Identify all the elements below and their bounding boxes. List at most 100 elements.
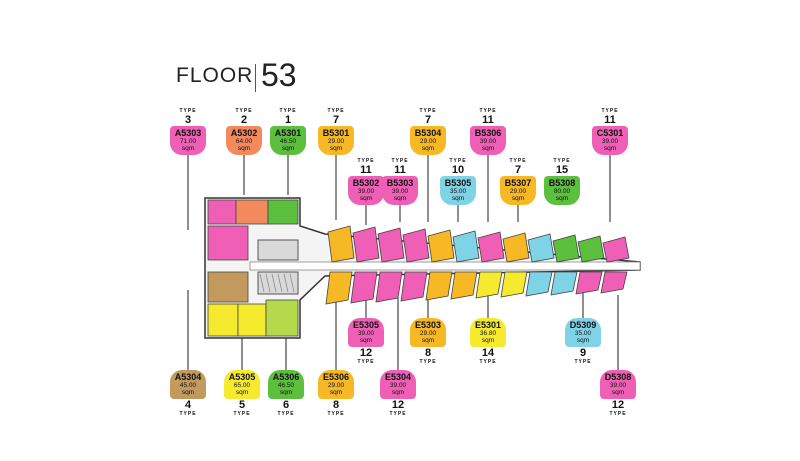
unit-sqm: sqm <box>181 145 195 152</box>
type-number: 5 <box>238 399 246 411</box>
core-block <box>257 239 299 261</box>
unit-sqm: sqm <box>281 145 295 152</box>
type-label: TYPE <box>235 108 253 114</box>
unit-sqm: sqm <box>359 195 373 202</box>
unit-room <box>400 271 428 302</box>
unit-sqm: sqm <box>329 389 343 396</box>
unit-code: E5303 <box>414 320 442 330</box>
unit-room <box>207 225 249 261</box>
type-number: 11 <box>482 114 494 126</box>
stair-hatch <box>289 273 295 293</box>
unit-room <box>550 271 578 296</box>
type-label: TYPE <box>509 158 527 164</box>
unit-sqm: sqm <box>329 145 343 152</box>
unit-room <box>527 233 555 263</box>
unit-room <box>477 231 505 263</box>
unit-area: 29.00 <box>327 138 345 145</box>
core-block <box>257 271 299 295</box>
type-label: TYPE <box>357 158 375 164</box>
unit-room <box>525 271 553 297</box>
unit-sqm: sqm <box>235 389 249 396</box>
floor-number: 53 <box>261 57 297 93</box>
unit-code: B5308 <box>548 178 576 188</box>
unit-sqm: sqm <box>421 337 435 344</box>
type-number: 6 <box>282 399 290 411</box>
unit-room <box>427 229 455 263</box>
unit-sqm: sqm <box>359 337 373 344</box>
unit-code: A5305 <box>228 372 256 382</box>
unit-room <box>352 226 380 263</box>
type-label: TYPE <box>277 411 295 417</box>
unit-area: 39.00 <box>601 138 619 145</box>
unit-room <box>600 271 628 294</box>
unit-room <box>602 236 630 263</box>
stair-hatch <box>265 273 271 293</box>
unit-code: B5303 <box>386 178 414 188</box>
unit-area: 36.80 <box>479 330 497 337</box>
unit-code: A5306 <box>272 372 300 382</box>
unit-room <box>575 271 603 295</box>
unit-area: 35.00 <box>574 330 592 337</box>
unit-area: 46.50 <box>277 382 295 389</box>
stair-hatch <box>277 273 283 293</box>
type-label: TYPE <box>357 359 375 365</box>
unit-room <box>375 271 403 303</box>
unit-code: E5301 <box>474 320 502 330</box>
stair-hatch <box>283 273 289 293</box>
unit-code: C5301 <box>596 128 624 138</box>
unit-room <box>207 199 237 225</box>
type-number: 8 <box>332 399 340 411</box>
unit-code: E5304 <box>384 372 412 382</box>
unit-code: B5306 <box>474 128 502 138</box>
unit-sqm: sqm <box>555 195 569 202</box>
unit-room <box>452 230 480 263</box>
unit-code: A5304 <box>174 372 202 382</box>
type-label: TYPE <box>327 411 345 417</box>
type-number: 8 <box>424 347 432 359</box>
type-number: 11 <box>360 164 372 176</box>
type-label: TYPE <box>449 158 467 164</box>
unit-room <box>402 228 430 263</box>
unit-area: 39.00 <box>609 382 627 389</box>
unit-code: A5302 <box>230 128 258 138</box>
unit-area: 39.00 <box>357 188 375 195</box>
unit-area: 64.00 <box>235 138 253 145</box>
unit-area: 45.00 <box>179 382 197 389</box>
floor-label: FLOOR <box>176 64 254 87</box>
type-label: TYPE <box>479 359 497 365</box>
unit-code: A5301 <box>274 128 302 138</box>
unit-area: 65.00 <box>233 382 251 389</box>
type-number: 2 <box>240 114 248 126</box>
unit-area: 29.00 <box>419 138 437 145</box>
unit-sqm: sqm <box>481 337 495 344</box>
type-number: 7 <box>332 114 340 126</box>
unit-area: 39.00 <box>357 330 375 337</box>
unit-sqm: sqm <box>421 145 435 152</box>
unit-room <box>267 199 299 225</box>
unit-code: B5307 <box>504 178 532 188</box>
unit-room <box>265 299 299 337</box>
type-label: TYPE <box>601 108 619 114</box>
unit-room <box>577 235 605 263</box>
